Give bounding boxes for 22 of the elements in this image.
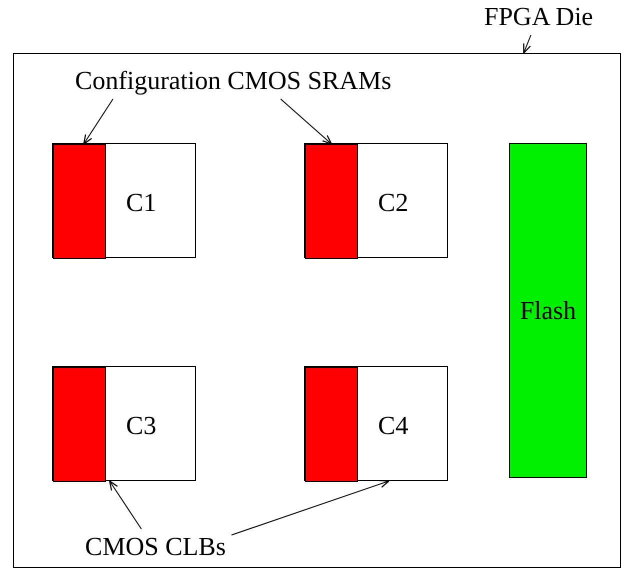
block-label: C3: [126, 411, 156, 441]
leader-arrow: [109, 480, 142, 530]
leader-arrow: [280, 98, 332, 145]
logic-block: [52, 143, 196, 258]
logic-block: [52, 366, 196, 481]
block-label: C2: [378, 188, 408, 218]
sram-block: [53, 367, 106, 482]
die-outline: [13, 53, 621, 568]
leader-arrow: [83, 98, 114, 145]
callout-label: Configuration CMOS SRAMs: [75, 66, 392, 96]
sram-block: [53, 144, 106, 259]
block-label: C1: [126, 188, 156, 218]
logic-block: [304, 366, 448, 481]
callout-label: CMOS CLBs: [85, 532, 226, 562]
sram-block: [305, 144, 358, 259]
callout-label: FPGA Die: [484, 2, 594, 32]
logic-block: [304, 143, 448, 258]
sram-block: [305, 367, 358, 482]
leader-arrow: [523, 34, 532, 54]
flash-block: Flash: [509, 143, 587, 478]
leader-arrow: [231, 480, 390, 536]
block-label: C4: [378, 411, 408, 441]
